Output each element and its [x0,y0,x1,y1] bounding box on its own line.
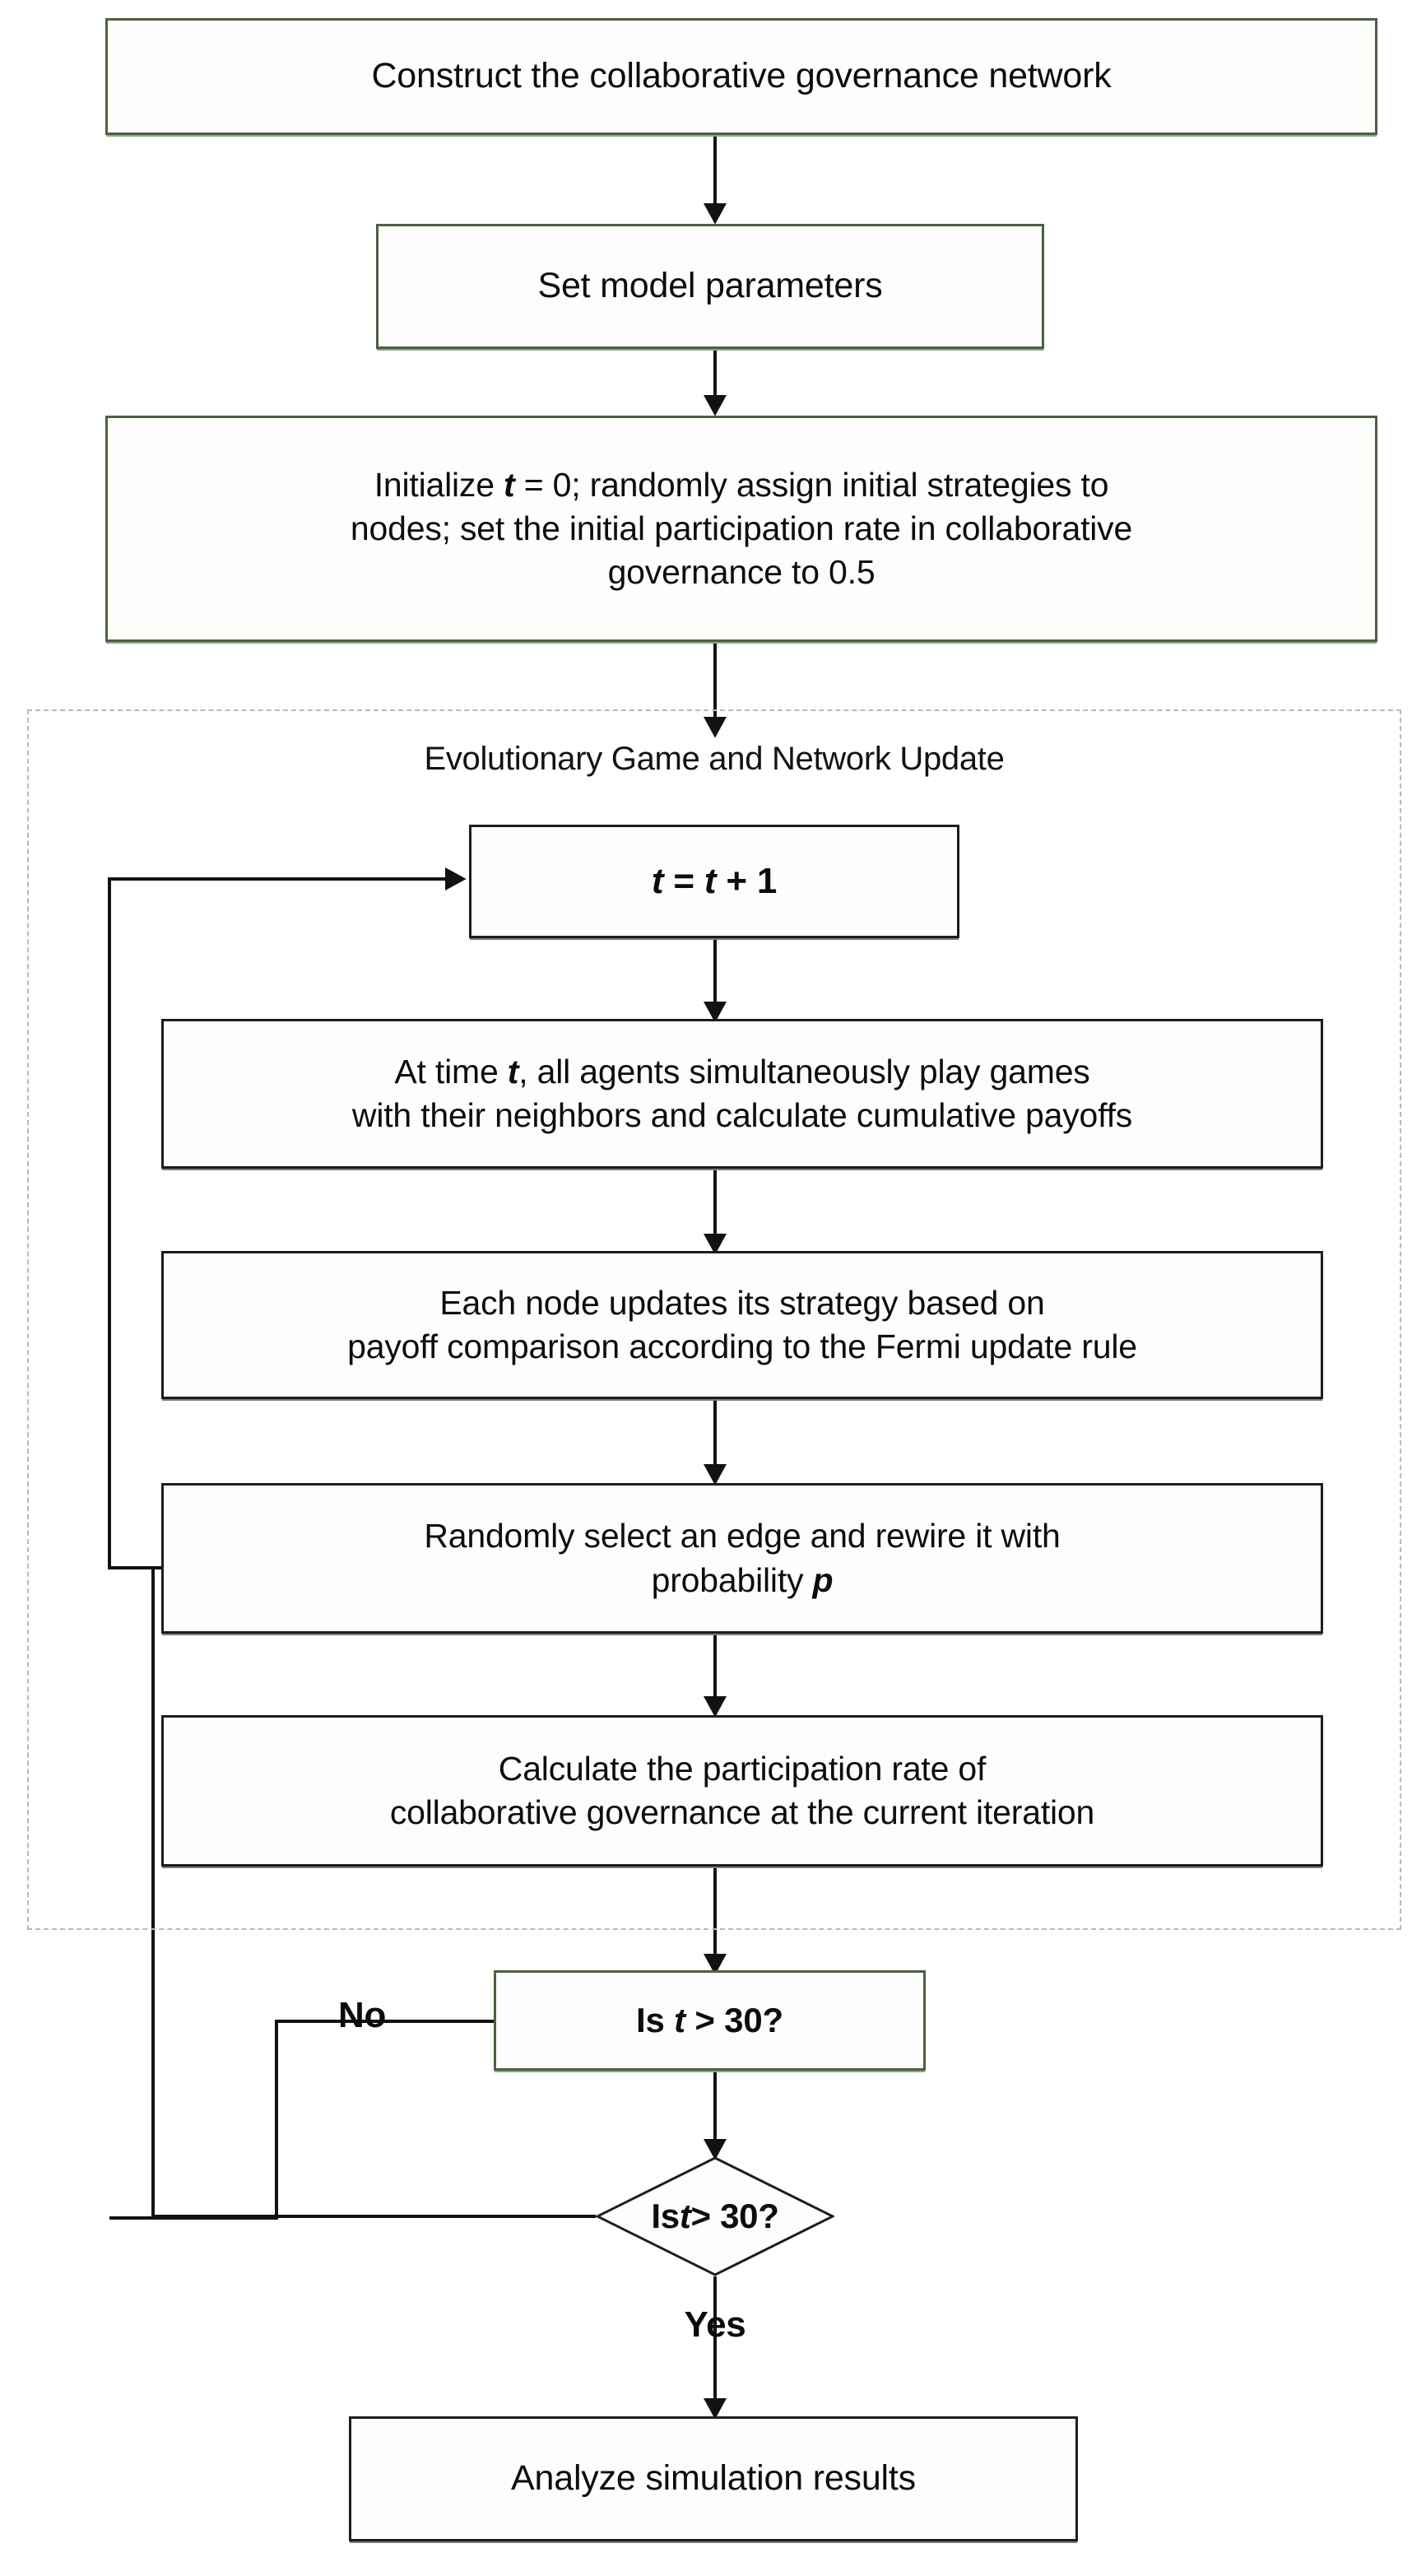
node-rewire-edge-label: Randomly select an edge and rewire it wi… [175,1514,1309,1602]
node-construct-network[interactable]: Construct the collaborative governance n… [105,18,1377,135]
node-participation-rate-line2: collaborative governance at the current … [389,1793,1095,1831]
node-play-games-line2: with their neighbors and calculate cumul… [351,1096,1133,1134]
evolutionary-game-group-container [27,709,1401,1930]
node-play-games[interactable]: At time t, all agents simultaneously pla… [161,1019,1323,1169]
node-analyze-results-label: Analyze simulation results [511,2458,916,2499]
node-increment-t[interactable]: t = t + 1 [469,825,959,938]
node-set-parameters[interactable]: Set model parameters [376,224,1044,349]
node-play-games-line1: At time t, all agents simultaneously pla… [394,1052,1090,1090]
group-title: Evolutionary Game and Network Update [424,741,1005,777]
diamond-shape [594,2156,836,2276]
node-play-games-label: At time t, all agents simultaneously pla… [175,1050,1309,1138]
node-participation-rate-label: Calculate the participation rate of coll… [175,1747,1309,1835]
node-initialize-line1: Initialize t = 0; randomly assign initia… [374,465,1109,504]
node-participation-rate-line1: Calculate the participation rate of [498,1749,987,1788]
node-fermi-update-label: Each node updates its strategy based on … [175,1281,1309,1369]
edge-label-no: No [337,1995,387,2035]
node-set-parameters-label: Set model parameters [537,266,883,306]
node-decision-box-label: Is t > 30? [636,2000,783,2039]
node-decision-diamond[interactable]: Is t > 30? [594,2156,836,2276]
node-decision-diamond-label: Is t > 30? [651,2197,779,2235]
node-fermi-update-line2: payoff comparison according to the Fermi… [347,1328,1137,1365]
edge-no-branch [109,2020,494,2220]
node-rewire-edge-line1: Randomly select an edge and rewire it wi… [424,1517,1061,1555]
node-initialize-line3: governance to 0.5 [607,553,876,592]
node-construct-network-label: Construct the collaborative governance n… [371,56,1112,96]
node-rewire-edge[interactable]: Randomly select an edge and rewire it wi… [161,1483,1323,1634]
node-analyze-results[interactable]: Analyze simulation results [349,2416,1078,2541]
node-initialize-label: Initialize t = 0; randomly assign initia… [119,463,1363,595]
node-initialize-line2: nodes; set the initial participation rat… [350,509,1133,547]
node-increment-t-label: t = t + 1 [651,861,778,902]
node-decision-box[interactable]: Is t > 30? [494,1970,926,2071]
node-fermi-update-line1: Each node updates its strategy based on [439,1283,1045,1322]
node-initialize[interactable]: Initialize t = 0; randomly assign initia… [105,416,1377,642]
node-rewire-edge-line2: probability p [651,1560,834,1599]
node-participation-rate[interactable]: Calculate the participation rate of coll… [161,1715,1323,1867]
node-fermi-update[interactable]: Each node updates its strategy based on … [161,1251,1323,1399]
edge-label-yes: Yes [684,2304,746,2345]
